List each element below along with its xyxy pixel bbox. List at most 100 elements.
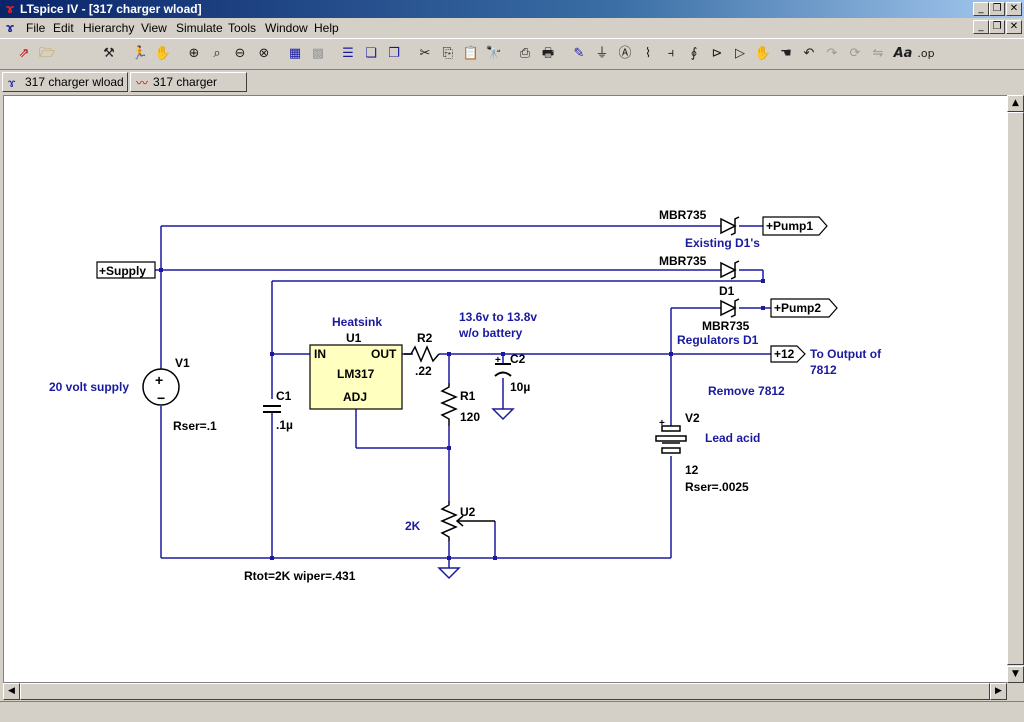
minimize-icon[interactable]: _ bbox=[973, 2, 989, 16]
redo-icon[interactable]: ↷ bbox=[826, 46, 838, 61]
schematic-canvas[interactable]: + − + bbox=[3, 95, 1008, 683]
print-icon[interactable]: 🖶 bbox=[541, 46, 555, 61]
diode-icon[interactable]: ⊳ bbox=[711, 46, 723, 61]
scroll-up-icon[interactable]: ▲ bbox=[1007, 95, 1024, 112]
resistor-icon[interactable]: ⌇ bbox=[644, 46, 652, 61]
u1-lm317[interactable] bbox=[309, 344, 403, 410]
scroll-right-icon[interactable]: ▶ bbox=[990, 683, 1007, 700]
u1-part: LM317 bbox=[337, 367, 375, 381]
spice-directive-icon[interactable]: .op bbox=[917, 47, 935, 60]
rotate-icon[interactable]: ⟳ bbox=[849, 46, 861, 61]
d1-model: MBR735 bbox=[702, 319, 750, 333]
inductor-icon[interactable]: ∮ bbox=[690, 46, 698, 61]
net-flag-plus12[interactable] bbox=[770, 345, 806, 363]
close-icon[interactable]: ✕ bbox=[1006, 2, 1022, 16]
autorange-icon[interactable]: ▦ bbox=[288, 46, 302, 61]
ground-icon[interactable]: ⏚ bbox=[595, 46, 609, 61]
schematic-svg[interactable]: + − + bbox=[4, 96, 1008, 683]
halt-icon[interactable]: ✋ bbox=[154, 46, 172, 61]
draw-wire-icon[interactable]: ✎ bbox=[573, 46, 585, 61]
c1-value: .1µ bbox=[276, 418, 293, 432]
net-flag-pump1[interactable] bbox=[762, 216, 828, 236]
v2-rser: Rser=.0025 bbox=[685, 480, 749, 494]
control-panel-icon[interactable]: ⚒ bbox=[103, 46, 115, 61]
diode-d1[interactable] bbox=[720, 298, 740, 318]
u2-potentiometer[interactable] bbox=[440, 501, 495, 541]
menu-bar: ɤ File Edit Hierarchy View Simulate Tool… bbox=[0, 18, 1024, 38]
menu-view[interactable]: View bbox=[141, 21, 167, 35]
print-setup-icon[interactable]: ⎙ bbox=[519, 46, 531, 61]
move-icon[interactable]: ✋ bbox=[754, 46, 772, 61]
u2-ref: U2 bbox=[460, 505, 476, 519]
c2-capacitor[interactable]: + bbox=[494, 355, 512, 377]
mdi-minimize-icon[interactable]: _ bbox=[973, 20, 989, 34]
remove-note: Remove 7812 bbox=[708, 384, 785, 398]
mdi-close-icon[interactable]: ✕ bbox=[1006, 20, 1022, 34]
diode-top[interactable] bbox=[720, 216, 740, 236]
r2-ref: R2 bbox=[417, 331, 433, 345]
menu-hierarchy[interactable]: Hierarchy bbox=[83, 21, 135, 35]
run-icon[interactable]: 🏃 bbox=[131, 46, 149, 61]
cascade-icon[interactable]: ❏ bbox=[365, 46, 377, 61]
net-flag-supply[interactable] bbox=[96, 261, 156, 279]
v2-value: 12 bbox=[685, 463, 699, 477]
copy-icon[interactable]: ⎘ bbox=[442, 46, 454, 61]
menu-tools[interactable]: Tools bbox=[228, 21, 257, 35]
c1-ref: C1 bbox=[276, 389, 292, 403]
find-icon[interactable]: 🔭 bbox=[485, 46, 503, 61]
junctions bbox=[159, 268, 765, 560]
mdi-restore-icon[interactable]: ❐ bbox=[989, 20, 1005, 34]
menu-edit[interactable]: Edit bbox=[53, 21, 74, 35]
c2-ref: C2 bbox=[510, 352, 526, 366]
tab-schematic[interactable]: ɤ 317 charger wload bbox=[2, 72, 128, 92]
undo-icon[interactable]: ↶ bbox=[803, 46, 815, 61]
menu-file[interactable]: File bbox=[26, 21, 46, 35]
svg-text:+: + bbox=[155, 372, 163, 388]
scroll-left-icon[interactable]: ◀ bbox=[3, 683, 20, 700]
tab-waveform[interactable]: 〰 317 charger wload bbox=[130, 72, 247, 107]
window-title: LTspice IV - [317 charger wload] bbox=[20, 2, 202, 16]
horizontal-scrollbar[interactable]: ◀ ▶ bbox=[3, 683, 1007, 700]
restore-icon[interactable]: ❐ bbox=[989, 2, 1005, 16]
r1-resistor[interactable] bbox=[440, 383, 458, 426]
ground-u2 bbox=[437, 567, 461, 580]
label-net-icon[interactable]: Ⓐ bbox=[618, 46, 632, 61]
scroll-thumb[interactable] bbox=[1007, 112, 1024, 665]
v1-description: 20 volt supply bbox=[49, 380, 129, 394]
menu-window[interactable]: Window bbox=[265, 21, 308, 35]
v1-source[interactable]: + − bbox=[142, 368, 180, 406]
vertical-scrollbar[interactable]: ▲ ▼ bbox=[1007, 95, 1024, 683]
zoom-out-icon[interactable]: ⊖ bbox=[234, 46, 246, 61]
close-window-icon[interactable]: ❐ bbox=[388, 46, 400, 61]
to-output-note: To Output of bbox=[810, 347, 882, 361]
component-icon[interactable]: ▷ bbox=[735, 46, 745, 61]
scroll-hthumb[interactable] bbox=[20, 683, 990, 700]
c2-value: 10µ bbox=[510, 380, 530, 394]
diode-mid[interactable] bbox=[720, 260, 740, 280]
net-flag-pump2[interactable] bbox=[770, 298, 838, 318]
tile-vertical-icon[interactable]: ☰ bbox=[342, 46, 354, 61]
paste-icon[interactable]: 📋 bbox=[462, 46, 480, 61]
zoom-fit-icon[interactable]: ⊗ bbox=[258, 46, 270, 61]
document-icon[interactable]: ɤ bbox=[6, 20, 14, 35]
zoom-pan-icon[interactable]: ⌕ bbox=[213, 46, 221, 61]
cut-icon[interactable]: ✂ bbox=[419, 46, 431, 61]
zoom-in-icon[interactable]: ⊕ bbox=[188, 46, 200, 61]
drag-icon[interactable]: ☚ bbox=[780, 46, 792, 61]
v1-ref: V1 bbox=[175, 356, 190, 370]
capacitor-icon[interactable]: ⫞ bbox=[667, 46, 675, 61]
mirror-icon[interactable]: ⇋ bbox=[872, 46, 884, 61]
to-output-note-2: 7812 bbox=[810, 363, 837, 377]
menu-help[interactable]: Help bbox=[314, 21, 339, 35]
tab-bar: ɤ 317 charger wload 〰 317 charger wload bbox=[0, 70, 1024, 107]
new-schematic-icon[interactable]: ⇗ bbox=[18, 46, 30, 61]
plot-settings-icon[interactable]: ▩ bbox=[311, 46, 325, 61]
c1-capacitor[interactable] bbox=[263, 405, 281, 413]
menu-simulate[interactable]: Simulate bbox=[176, 21, 223, 35]
r2-resistor[interactable] bbox=[404, 345, 440, 363]
open-icon[interactable]: 🗁 bbox=[38, 46, 56, 61]
v2-battery[interactable] bbox=[655, 425, 687, 454]
scroll-down-icon[interactable]: ▼ bbox=[1007, 666, 1024, 683]
text-icon[interactable]: Aa bbox=[893, 46, 913, 61]
u2-description: 2K bbox=[405, 519, 421, 533]
